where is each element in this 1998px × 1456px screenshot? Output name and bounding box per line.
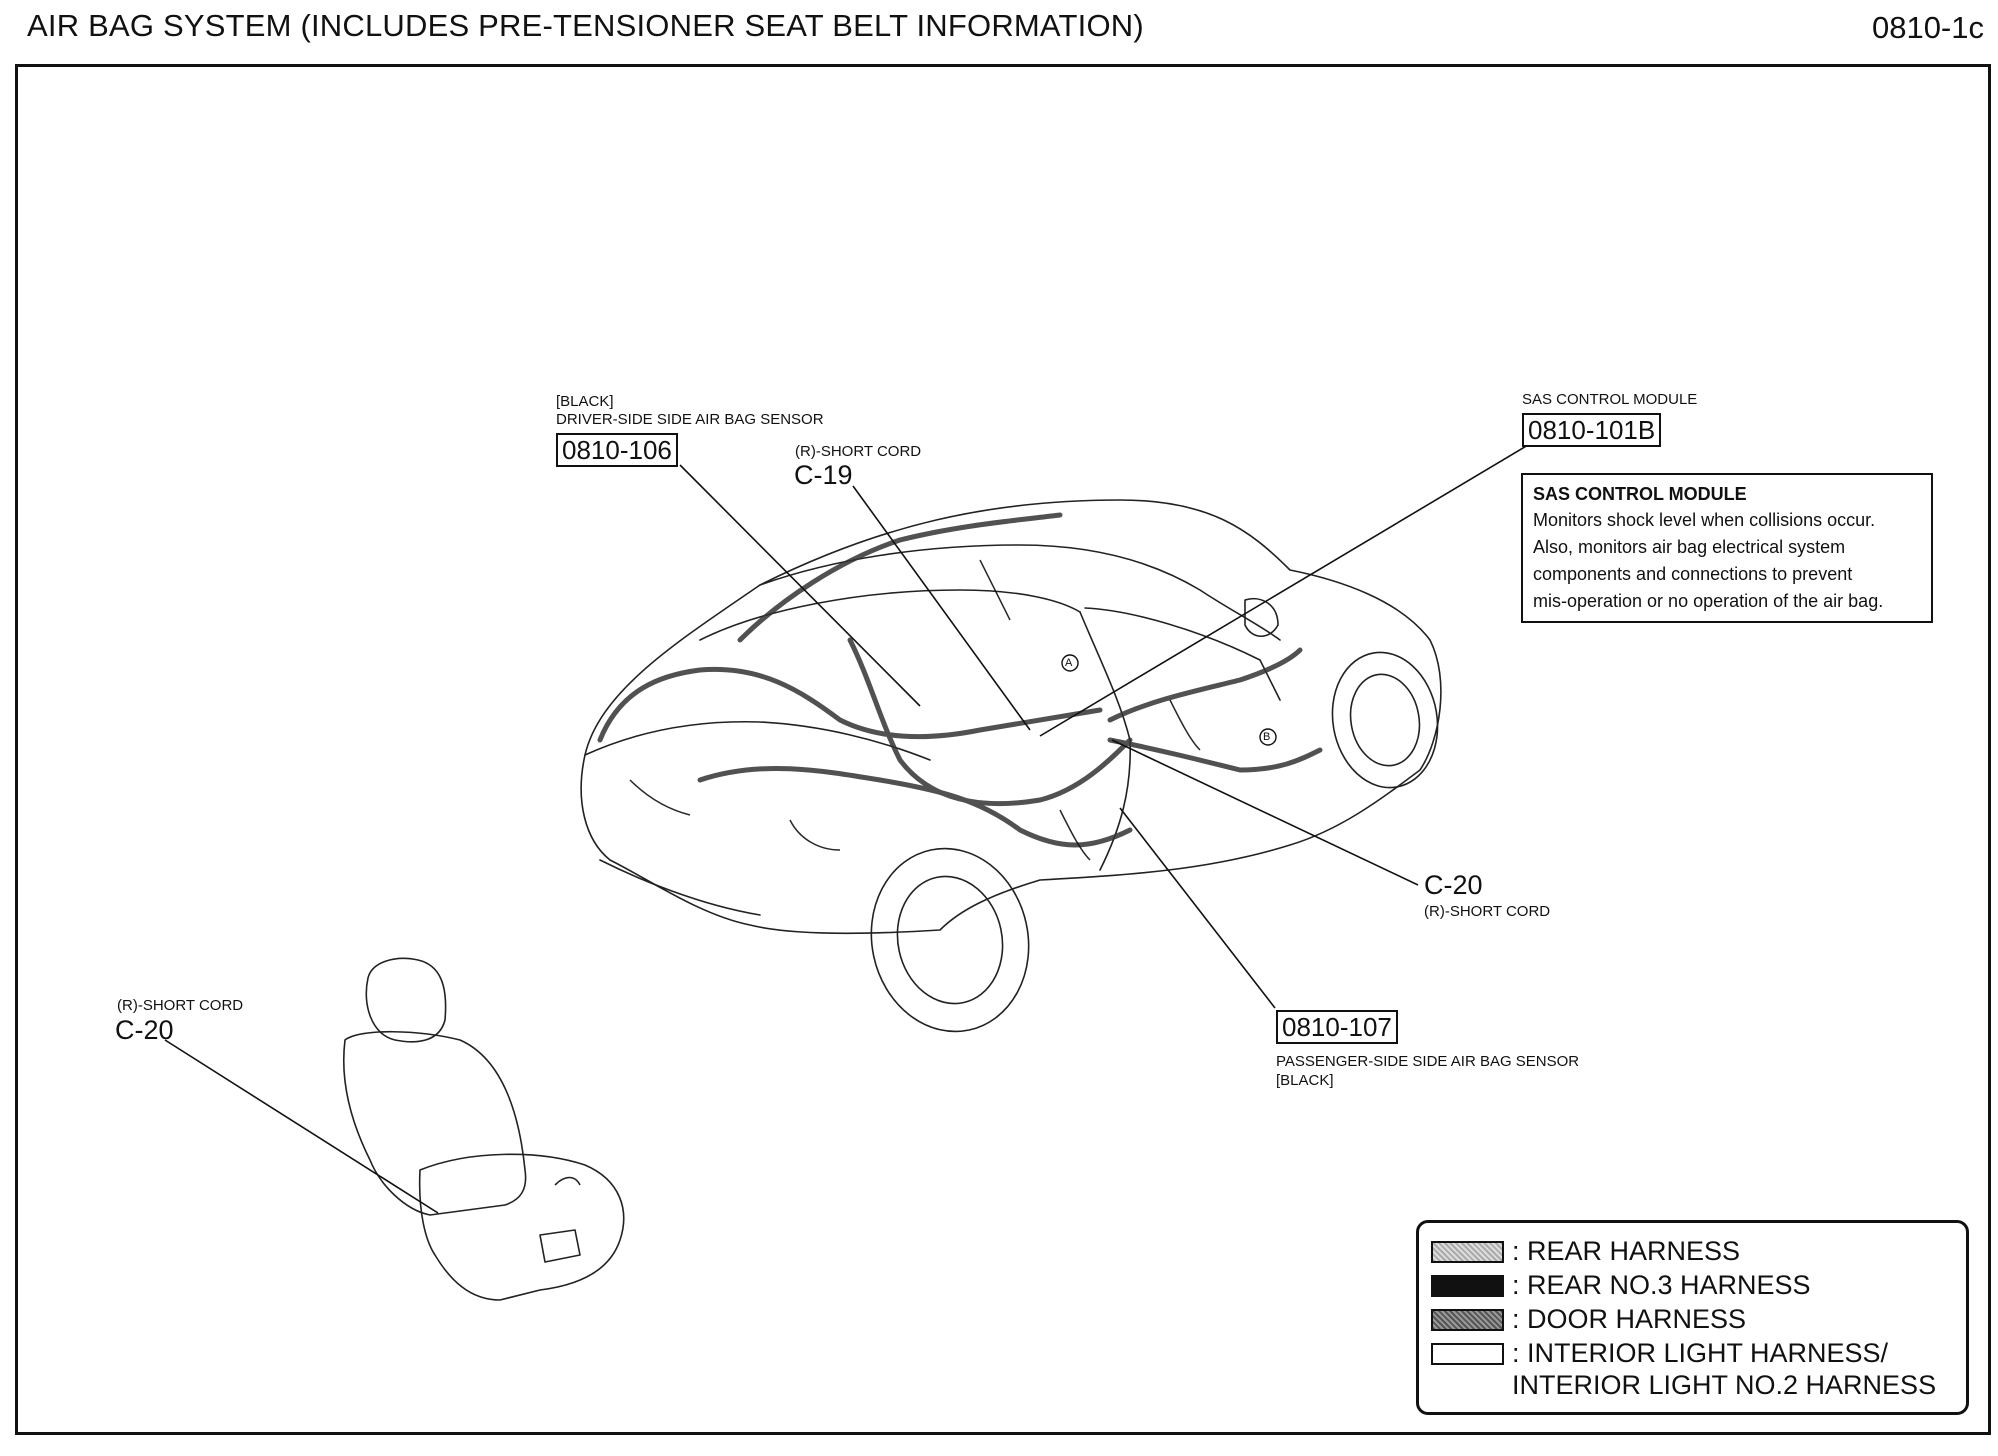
info-box-title: SAS CONTROL MODULE: [1533, 484, 1747, 504]
info-box-body: Monitors shock level when collisions occ…: [1533, 507, 1921, 615]
short-cord-c20-seat-code: C-20: [115, 1015, 174, 1045]
harness-branch-4: [1169, 699, 1201, 751]
harness-rear-loop: [597, 666, 1103, 743]
sas-module-ref: 0810-101B: [1522, 413, 1662, 447]
harness-center: [847, 637, 1133, 807]
rear-wheel-rim: [896, 875, 1004, 1005]
leader-c20-car: [1111, 739, 1419, 886]
car-rear-bumper: [599, 859, 761, 916]
harness-branch-5: [1059, 809, 1091, 861]
legend-label: : REAR NO.3 HARNESS: [1512, 1270, 1811, 1300]
car-roof-line: [759, 544, 1281, 641]
car-side-window: [1084, 607, 1281, 701]
legend-row-interior-light-harness: : INTERIOR LIGHT HARNESS/INTERIOR LIGHT …: [1431, 1337, 1936, 1401]
rear-no3-harness-swatch: [1431, 1275, 1504, 1297]
info-box-line: components and connections to prevent: [1533, 564, 1853, 584]
diagram-frame: [15, 64, 1991, 1435]
harness-branch-1: [629, 779, 691, 816]
leader-passenger-sensor: [1119, 807, 1276, 1009]
info-box-line: Monitors shock level when collisions occ…: [1533, 510, 1876, 530]
car-trunk-line: [584, 720, 931, 761]
sas-module-info-box: SAS CONTROL MODULE Monitors shock level …: [1521, 473, 1933, 623]
harness-legend: : REAR HARNESS : REAR NO.3 HARNESS : DOO…: [1416, 1220, 1969, 1415]
leader-c20-seat: [164, 1039, 439, 1214]
sas-module-name: SAS CONTROL MODULE: [1522, 391, 1698, 408]
driver-sensor-color-tag: [BLACK]: [556, 393, 614, 410]
legend-label: : INTERIOR LIGHT HARNESS/INTERIOR LIGHT …: [1512, 1337, 1936, 1401]
short-cord-c20-car-label: (R)-SHORT CORD: [1424, 903, 1551, 920]
page-code: 0810-1c: [1871, 10, 1984, 45]
harness-roof: [737, 512, 1063, 643]
passenger-sensor-color-tag: [BLACK]: [1276, 1072, 1334, 1089]
legend-label-line1: : INTERIOR LIGHT HARNESS/: [1512, 1338, 1889, 1368]
legend-label-line2: INTERIOR LIGHT NO.2 HARNESS: [1512, 1370, 1937, 1400]
harness-branch-3: [979, 559, 1011, 621]
passenger-sensor-ref: 0810-107: [1276, 1010, 1398, 1044]
car-rear-window: [699, 589, 1081, 641]
leader-driver-sensor: [679, 464, 921, 707]
short-cord-c19-code: C-19: [794, 460, 853, 490]
legend-row-rear-harness: : REAR HARNESS: [1431, 1235, 1740, 1267]
leader-sas-module: [1039, 444, 1529, 737]
rear-wheel: [870, 847, 1030, 1033]
door-harness-swatch: [1431, 1309, 1504, 1331]
leader-c19: [852, 485, 1031, 731]
car-body-outline: [580, 499, 1442, 935]
rear-harness-swatch: [1431, 1241, 1504, 1263]
seat-illustration: [342, 957, 625, 1301]
info-box-line: mis-operation or no operation of the air…: [1533, 591, 1884, 611]
interior-light-harness-swatch: [1431, 1343, 1504, 1365]
passenger-sensor-name: PASSENGER-SIDE SIDE AIR BAG SENSOR: [1276, 1053, 1580, 1070]
connector-marker-a-label: A: [1065, 657, 1073, 669]
connector-marker-b-label: B: [1263, 731, 1271, 743]
legend-label: : DOOR HARNESS: [1512, 1304, 1747, 1334]
legend-row-door-harness: : DOOR HARNESS: [1431, 1303, 1746, 1335]
harness-branch-2: [789, 819, 841, 851]
harness-right-side: [1107, 647, 1303, 723]
harness-front-door: [1107, 737, 1323, 773]
harness-floor: [697, 765, 1133, 848]
front-wheel: [1331, 651, 1439, 789]
short-cord-c19-label: (R)-SHORT CORD: [795, 443, 922, 460]
connector-marker-b: [1259, 728, 1277, 746]
front-wheel-rim: [1349, 673, 1421, 767]
driver-sensor-ref: 0810-106: [556, 433, 678, 467]
driver-sensor-name: DRIVER-SIDE SIDE AIR BAG SENSOR: [556, 411, 824, 428]
page-title: AIR BAG SYSTEM (INCLUDES PRE-TENSIONER S…: [27, 8, 1144, 43]
legend-row-rear-no3-harness: : REAR NO.3 HARNESS: [1431, 1269, 1811, 1301]
short-cord-c20-car-code: C-20: [1424, 870, 1483, 900]
short-cord-c20-seat-label: (R)-SHORT CORD: [117, 997, 244, 1014]
side-mirror: [1244, 598, 1279, 638]
info-box-line: Also, monitors air bag electrical system: [1533, 537, 1846, 557]
connector-marker-a: [1061, 654, 1079, 672]
legend-label: : REAR HARNESS: [1512, 1236, 1741, 1266]
